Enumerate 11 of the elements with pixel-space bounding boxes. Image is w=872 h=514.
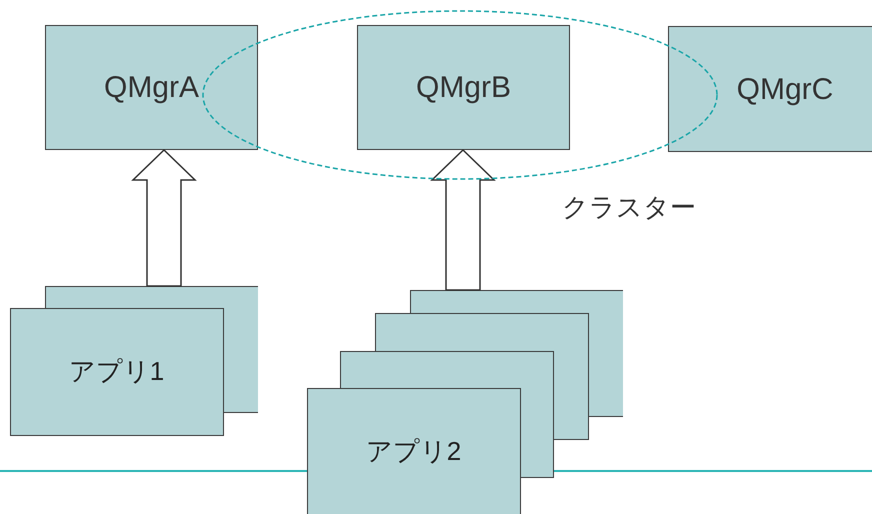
queue-manager-name: QMgrA xyxy=(104,70,199,106)
queue-manager-box xyxy=(668,26,872,152)
block-arrow xyxy=(131,148,197,287)
queue-manager-box xyxy=(357,25,570,150)
block-arrow xyxy=(430,148,496,291)
queue-manager-name: QMgrC xyxy=(736,72,834,108)
app-name: アプリ1 xyxy=(68,354,164,388)
cluster-label: クラスター xyxy=(562,191,696,224)
queue-manager-name: QMgrB xyxy=(416,70,511,106)
app-name: アプリ2 xyxy=(366,434,462,468)
queue-manager-box xyxy=(45,25,258,150)
